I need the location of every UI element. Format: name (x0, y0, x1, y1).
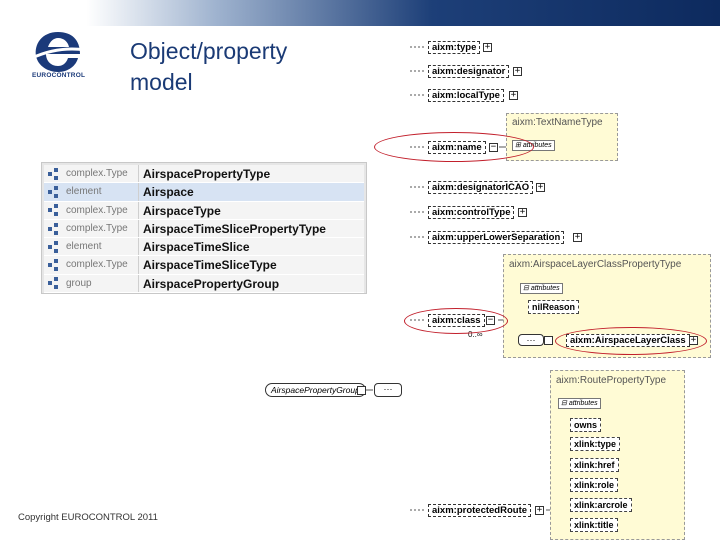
multiplicity-label: 0..∞ (468, 330, 483, 339)
highlight-circle (404, 308, 508, 334)
copyright-text: Copyright EUROCONTROL 2011 (18, 512, 158, 523)
collapse-icon: ⊟ (561, 400, 569, 407)
row-kind: complex.Type (65, 201, 139, 219)
complex-type-icon (47, 167, 63, 181)
types-table: complex.Type AirspacePropertyType elemen… (41, 162, 367, 294)
logo-text: EUROCONTROL (32, 72, 86, 79)
element-icon (47, 240, 63, 254)
table-row[interactable]: group AirspacePropertyGroup (44, 274, 364, 294)
row-kind: group (65, 274, 139, 293)
expand-icon[interactable]: + (573, 232, 582, 242)
element-aixm-designator[interactable]: aixm:designator (428, 65, 510, 78)
group-icon (47, 276, 63, 290)
attribute-owns[interactable]: owns (570, 418, 602, 432)
element-aixm-upperlowerseparation[interactable]: aixm:upperLowerSeparation (428, 231, 565, 244)
group-reference[interactable]: AirspacePropertyGroup (265, 383, 366, 397)
attribute-xlink-href[interactable]: xlink:href (570, 458, 619, 472)
expand-icon[interactable]: + (518, 207, 527, 217)
row-name: AirspacePropertyGroup (143, 276, 280, 291)
row-kind: complex.Type (65, 256, 139, 274)
highlight-circle (374, 132, 534, 162)
row-kind: complex.Type (65, 165, 139, 183)
expand-icon[interactable]: + (483, 42, 492, 52)
sequence-icon[interactable]: ··· (518, 334, 544, 346)
table-row[interactable]: element Airspace (44, 183, 364, 202)
attributes-label: attributes (530, 285, 560, 292)
table-row[interactable]: complex.Type AirspacePropertyType (44, 165, 364, 184)
panel-title: aixm:TextNameType (512, 117, 603, 128)
title-line-1: Object/property (130, 38, 288, 64)
element-aixm-type[interactable]: aixm:type (428, 41, 481, 54)
top-banner (0, 0, 720, 26)
row-kind: element (65, 238, 139, 256)
complex-type-icon (47, 222, 63, 236)
complex-type-icon (47, 258, 63, 272)
expand-icon[interactable]: + (513, 66, 522, 76)
attribute-xlink-title[interactable]: xlink:title (570, 518, 618, 532)
table-row[interactable]: element AirspaceTimeSlice (44, 238, 364, 257)
table-row[interactable]: complex.Type AirspaceType (44, 201, 364, 220)
row-name: AirspaceTimeSlice (143, 240, 250, 255)
row-name: AirspaceTimeSlicePropertyType (143, 221, 326, 236)
attribute-xlink-role[interactable]: xlink:role (570, 478, 619, 492)
connector-icon (544, 336, 553, 345)
panel-title: aixm:RoutePropertyType (556, 375, 667, 386)
element-aixm-designatoricao[interactable]: aixm:designatorICAO (428, 181, 534, 194)
row-name: AirspacePropertyType (143, 167, 271, 181)
route-property-panel (550, 370, 685, 540)
title-line-2: model (130, 69, 193, 95)
table-row[interactable]: complex.Type AirspaceTimeSlicePropertyTy… (44, 219, 364, 239)
panel-title: aixm:AirspaceLayerClassPropertyType (509, 259, 682, 270)
page-title: Object/property model (130, 36, 287, 98)
attributes-box[interactable]: ⊟ attributes (558, 398, 601, 409)
element-aixm-controltype[interactable]: aixm:controlType (428, 206, 515, 219)
expand-icon[interactable]: + (536, 182, 545, 192)
expand-icon[interactable]: + (535, 505, 544, 515)
complex-type-icon (47, 203, 63, 217)
attribute-nilreason[interactable]: nilReason (528, 300, 580, 314)
collapse-icon: ⊟ (523, 285, 531, 292)
row-kind: element (65, 183, 139, 201)
sequence-icon[interactable]: ··· (374, 383, 402, 397)
attributes-box[interactable]: ⊟ attributes (520, 283, 563, 294)
attribute-xlink-arcrole[interactable]: xlink:arcrole (570, 498, 632, 512)
attributes-label: attributes (522, 142, 552, 149)
element-aixm-protectedroute[interactable]: aixm:protectedRoute (428, 504, 532, 517)
expand-icon[interactable]: + (509, 90, 518, 100)
element-icon (47, 185, 63, 199)
row-name: Airspace (143, 185, 194, 200)
row-name: AirspaceType (143, 203, 221, 218)
row-kind: complex.Type (65, 219, 139, 238)
attribute-xlink-type[interactable]: xlink:type (570, 437, 621, 451)
eurocontrol-logo (31, 32, 87, 72)
connector-icon (357, 386, 366, 395)
highlight-circle (555, 327, 707, 355)
attributes-label: attributes (568, 400, 598, 407)
row-name: AirspaceTimeSliceType (143, 258, 277, 273)
element-aixm-localtype[interactable]: aixm:localType (428, 89, 504, 102)
table-row[interactable]: complex.Type AirspaceTimeSliceType (44, 256, 364, 275)
